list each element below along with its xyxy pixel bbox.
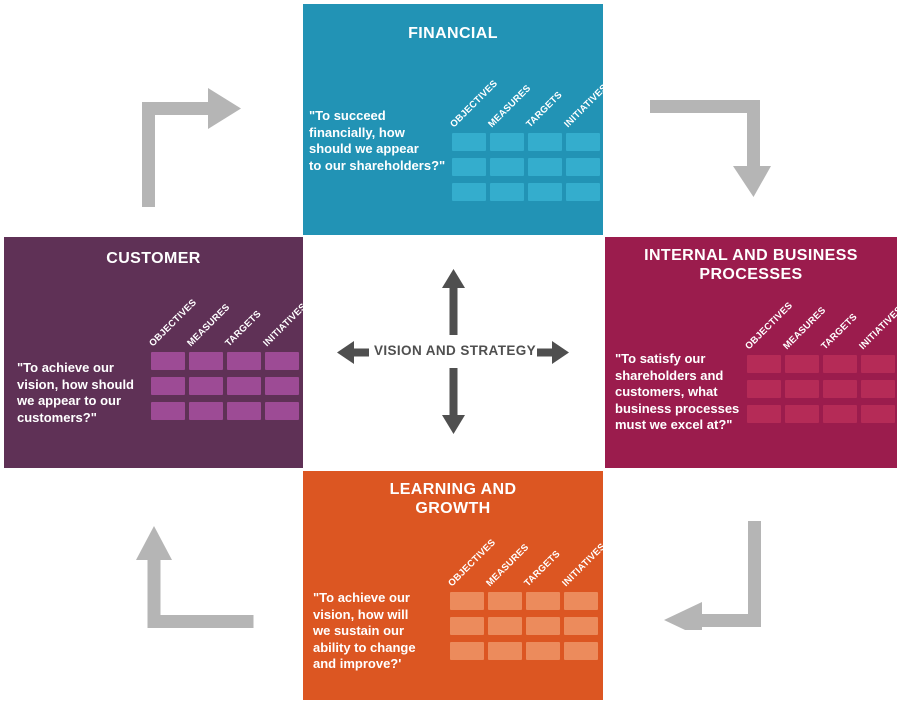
table-cell	[823, 405, 857, 423]
scorecard-grid	[450, 592, 598, 660]
scorecard-grid	[151, 352, 299, 420]
column-header-initiatives: INITIATIVES	[560, 541, 608, 589]
learning-growth-quadrant: LEARNING AND GROWTH "To achieve our visi…	[303, 471, 608, 700]
table-cell	[490, 183, 524, 201]
table-cell	[564, 592, 598, 610]
table-cell	[528, 133, 562, 151]
quadrant-title-internal: INTERNAL AND BUSINESS PROCESSES	[644, 247, 858, 283]
scorecard-grid	[747, 355, 895, 423]
table-cell	[747, 380, 781, 398]
table-cell	[823, 355, 857, 373]
cycle-arrow-top-right-icon	[650, 100, 771, 197]
customer-quadrant: CUSTOMER "To achieve our vision, how sho…	[4, 237, 309, 468]
quadrant-quote-internal: "To satisfy our shareholders and custome…	[615, 351, 740, 432]
table-cell	[189, 352, 223, 370]
table-cell	[861, 405, 895, 423]
vision-strategy-label: VISION AND STRATEGY	[373, 343, 537, 358]
table-cell	[452, 133, 486, 151]
column-header-targets: TARGETS	[819, 311, 860, 352]
table-cell	[490, 158, 524, 176]
table-cell	[488, 592, 522, 610]
table-cell	[227, 352, 261, 370]
table-cell	[747, 405, 781, 423]
table-cell	[564, 642, 598, 660]
table-cell	[488, 642, 522, 660]
table-cell	[566, 133, 600, 151]
column-header-initiatives: INITIATIVES	[261, 301, 309, 349]
table-cell	[151, 377, 185, 395]
cycle-arrow-top-left-icon	[142, 88, 241, 207]
quadrant-quote-learning: "To achieve our vision, how will we sust…	[313, 590, 416, 671]
cycle-arrow-bottom-left-icon	[136, 526, 254, 628]
table-cell	[488, 617, 522, 635]
table-cell	[526, 592, 560, 610]
table-cell	[450, 642, 484, 660]
table-cell	[564, 617, 598, 635]
table-cell	[785, 380, 819, 398]
table-cell	[265, 352, 299, 370]
column-header-targets: TARGETS	[223, 308, 264, 349]
table-cell	[227, 377, 261, 395]
table-cell	[785, 405, 819, 423]
column-header-targets: TARGETS	[524, 89, 565, 130]
table-cell	[861, 355, 895, 373]
table-cell	[450, 617, 484, 635]
center-cross-arrows-icon	[337, 269, 569, 434]
table-cell	[151, 402, 185, 420]
quadrant-quote-financial: "To succeed financially, how should we a…	[309, 108, 446, 173]
table-cell	[785, 355, 819, 373]
table-cell	[265, 402, 299, 420]
table-cell	[227, 402, 261, 420]
scorecard-grid	[452, 133, 600, 201]
table-cell	[490, 133, 524, 151]
table-cell	[747, 355, 781, 373]
table-cell	[528, 183, 562, 201]
quadrant-title-financial: FINANCIAL	[408, 25, 498, 42]
table-cell	[265, 377, 299, 395]
table-cell	[452, 158, 486, 176]
column-header-initiatives: INITIATIVES	[562, 82, 610, 130]
table-cell	[151, 352, 185, 370]
table-cell	[526, 617, 560, 635]
table-cell	[566, 158, 600, 176]
table-cell	[528, 158, 562, 176]
table-cell	[823, 380, 857, 398]
table-cell	[526, 642, 560, 660]
quadrant-title-customer: CUSTOMER	[106, 250, 201, 267]
quadrant-title-learning: LEARNING AND GROWTH	[389, 481, 517, 517]
column-header-initiatives: INITIATIVES	[857, 304, 900, 352]
table-cell	[861, 380, 895, 398]
financial-quadrant: FINANCIAL "To succeed financially, how s…	[303, 4, 610, 235]
table-cell	[566, 183, 600, 201]
table-cell	[450, 592, 484, 610]
cycle-arrow-bottom-right-icon	[664, 521, 761, 630]
table-cell	[189, 377, 223, 395]
table-cell	[452, 183, 486, 201]
quadrant-quote-customer: "To achieve our vision, how should we ap…	[17, 360, 134, 425]
internal-processes-quadrant: INTERNAL AND BUSINESS PROCESSES "To sati…	[605, 237, 900, 468]
column-header-targets: TARGETS	[522, 548, 563, 589]
table-cell	[189, 402, 223, 420]
